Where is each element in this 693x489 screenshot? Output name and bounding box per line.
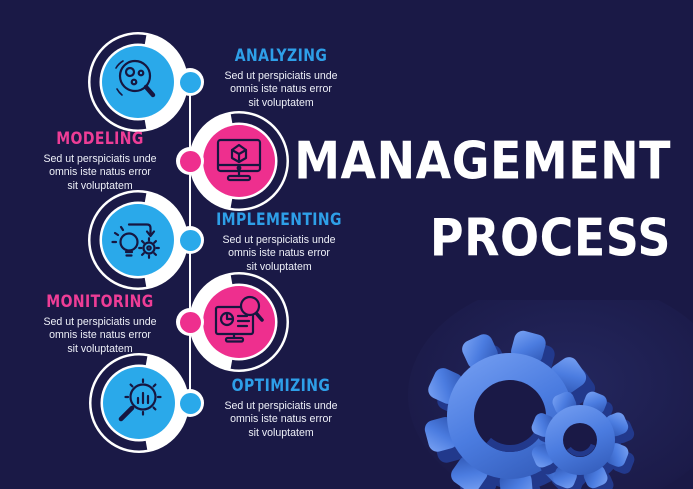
implementing-title: IMPLEMENTING [216,211,342,230]
timeline-dot-optimizing [176,389,204,417]
page-title: MANAGEMENT PROCESS [294,122,671,276]
dot-inner [179,392,201,414]
dot-inner [179,71,201,93]
dot-inner [179,150,201,172]
timeline-dot-analyzing [176,68,204,96]
3d-blue-gears-icon [408,300,693,489]
implementing-description: Sed ut perspiciatis unde omnis iste natu… [222,234,336,273]
timeline-dot-implementing [176,226,204,254]
magnifier-analysis-icon [88,32,188,132]
modeling-badge [184,106,294,216]
analyzing-title: ANALYZING [234,47,328,66]
timeline-dot-modeling [176,147,204,175]
dot-inner [179,229,201,251]
optimizing-description: Sed ut perspiciatis unde omnis iste natu… [224,400,338,439]
monitoring-badge [184,267,294,377]
analyzing-badge [83,27,193,137]
page-title-line1: MANAGEMENT [294,129,671,191]
monitoring-title: MONITORING [46,293,154,312]
monitor-cube-icon [189,111,289,211]
optimizing-title: OPTIMIZING [231,377,331,396]
timeline-dot-monitoring [176,308,204,336]
analyzing-description: Sed ut perspiciatis unde omnis iste natu… [224,70,338,109]
modeling-title: MODELING [56,130,144,149]
dot-inner [179,311,201,333]
modeling-description: Sed ut perspiciatis unde omnis iste natu… [43,153,157,192]
monitor-chart-magnifier-icon [189,272,289,372]
page-title-line2: PROCESS [429,206,671,268]
bulb-gear-arrow-icon [88,190,188,290]
gear-magnifier-chart-icon [89,353,189,453]
implementing-badge [83,185,193,295]
optimizing-badge [84,348,194,458]
monitoring-description: Sed ut perspiciatis unde omnis iste natu… [43,316,157,355]
